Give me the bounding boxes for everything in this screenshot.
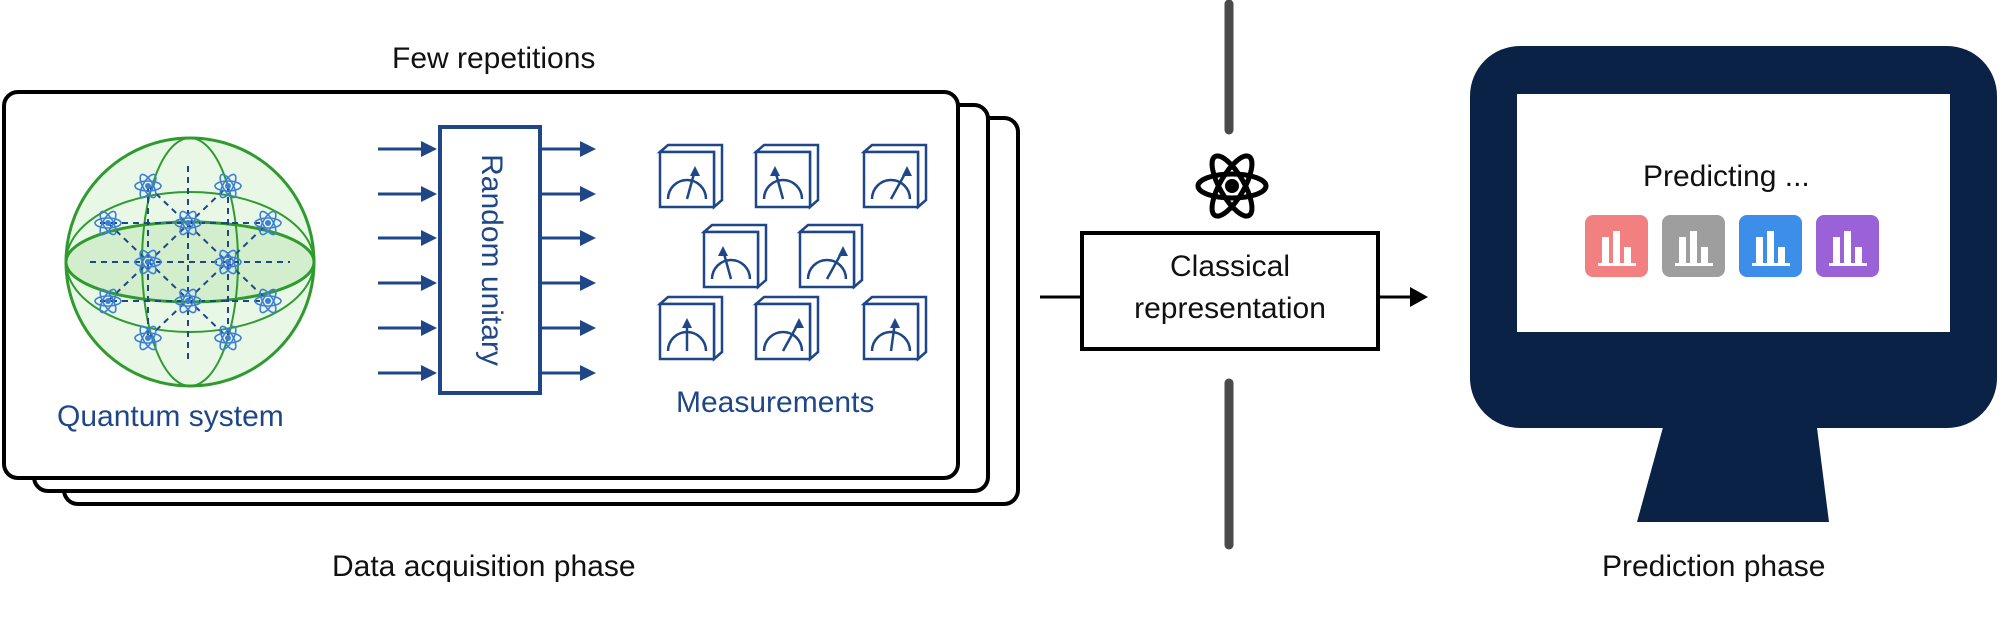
signal-arrow bbox=[378, 275, 437, 291]
quantum-system-label: Quantum system bbox=[57, 400, 284, 433]
atom-node-icon bbox=[134, 173, 162, 199]
signal-arrow bbox=[542, 186, 596, 202]
meter-icon bbox=[860, 295, 928, 362]
signal-arrow bbox=[378, 230, 437, 246]
signal-arrow bbox=[542, 320, 596, 336]
meter-icon bbox=[656, 143, 724, 210]
few-repetitions-label: Few repetitions bbox=[392, 42, 596, 75]
bar-chart-icon bbox=[1585, 215, 1648, 277]
atom-node-icon bbox=[174, 210, 202, 236]
atom-node-icon bbox=[214, 325, 242, 351]
meter-icon bbox=[860, 143, 928, 210]
monitor-icon bbox=[1470, 46, 1997, 522]
input-arrows bbox=[378, 141, 437, 381]
atom-node-icon bbox=[94, 288, 122, 314]
signal-arrow bbox=[378, 365, 437, 381]
predicting-text: Predicting ... bbox=[1643, 160, 1810, 193]
prediction-phase-label: Prediction phase bbox=[1602, 550, 1826, 583]
flow-arrowhead bbox=[1410, 287, 1428, 307]
meter-icon bbox=[700, 223, 768, 290]
classical-label-line2: representation bbox=[1134, 292, 1326, 325]
atom-icon bbox=[1195, 153, 1269, 219]
signal-arrow bbox=[542, 365, 596, 381]
bar-chart-icon bbox=[1662, 215, 1725, 277]
signal-arrow bbox=[378, 141, 437, 157]
bar-chart-icon bbox=[1739, 215, 1802, 277]
meter-icon bbox=[752, 295, 820, 362]
prediction-bar-icons bbox=[1585, 215, 1879, 277]
signal-arrow bbox=[542, 230, 596, 246]
atom-node-icon bbox=[214, 249, 242, 275]
meter-icon bbox=[656, 295, 724, 362]
atom-node-icon bbox=[134, 325, 162, 351]
signal-arrow bbox=[542, 275, 596, 291]
atom-node-icon bbox=[174, 288, 202, 314]
atom-node-icon bbox=[134, 249, 162, 275]
measurements-label: Measurements bbox=[676, 386, 875, 419]
classical-label-line1: Classical bbox=[1169, 250, 1291, 283]
atom-node-icon bbox=[254, 210, 282, 236]
quantum-system-sphere-icon bbox=[64, 136, 316, 388]
atom-node-icon bbox=[254, 288, 282, 314]
signal-arrow bbox=[378, 320, 437, 336]
classical-representation-box bbox=[1080, 231, 1380, 351]
random-unitary-box bbox=[438, 125, 542, 395]
signal-arrow bbox=[378, 186, 437, 202]
signal-arrow bbox=[542, 141, 596, 157]
random-unitary-label: Random unitary bbox=[475, 154, 508, 366]
meter-icon bbox=[796, 223, 864, 290]
meter-icon bbox=[752, 143, 820, 210]
atom-node-icon bbox=[94, 210, 122, 236]
data-acquisition-phase-label: Data acquisition phase bbox=[332, 550, 636, 583]
bar-chart-icon bbox=[1816, 215, 1879, 277]
measurement-meters bbox=[656, 143, 928, 362]
atom-node-icon bbox=[214, 173, 242, 199]
output-arrows bbox=[542, 141, 596, 381]
